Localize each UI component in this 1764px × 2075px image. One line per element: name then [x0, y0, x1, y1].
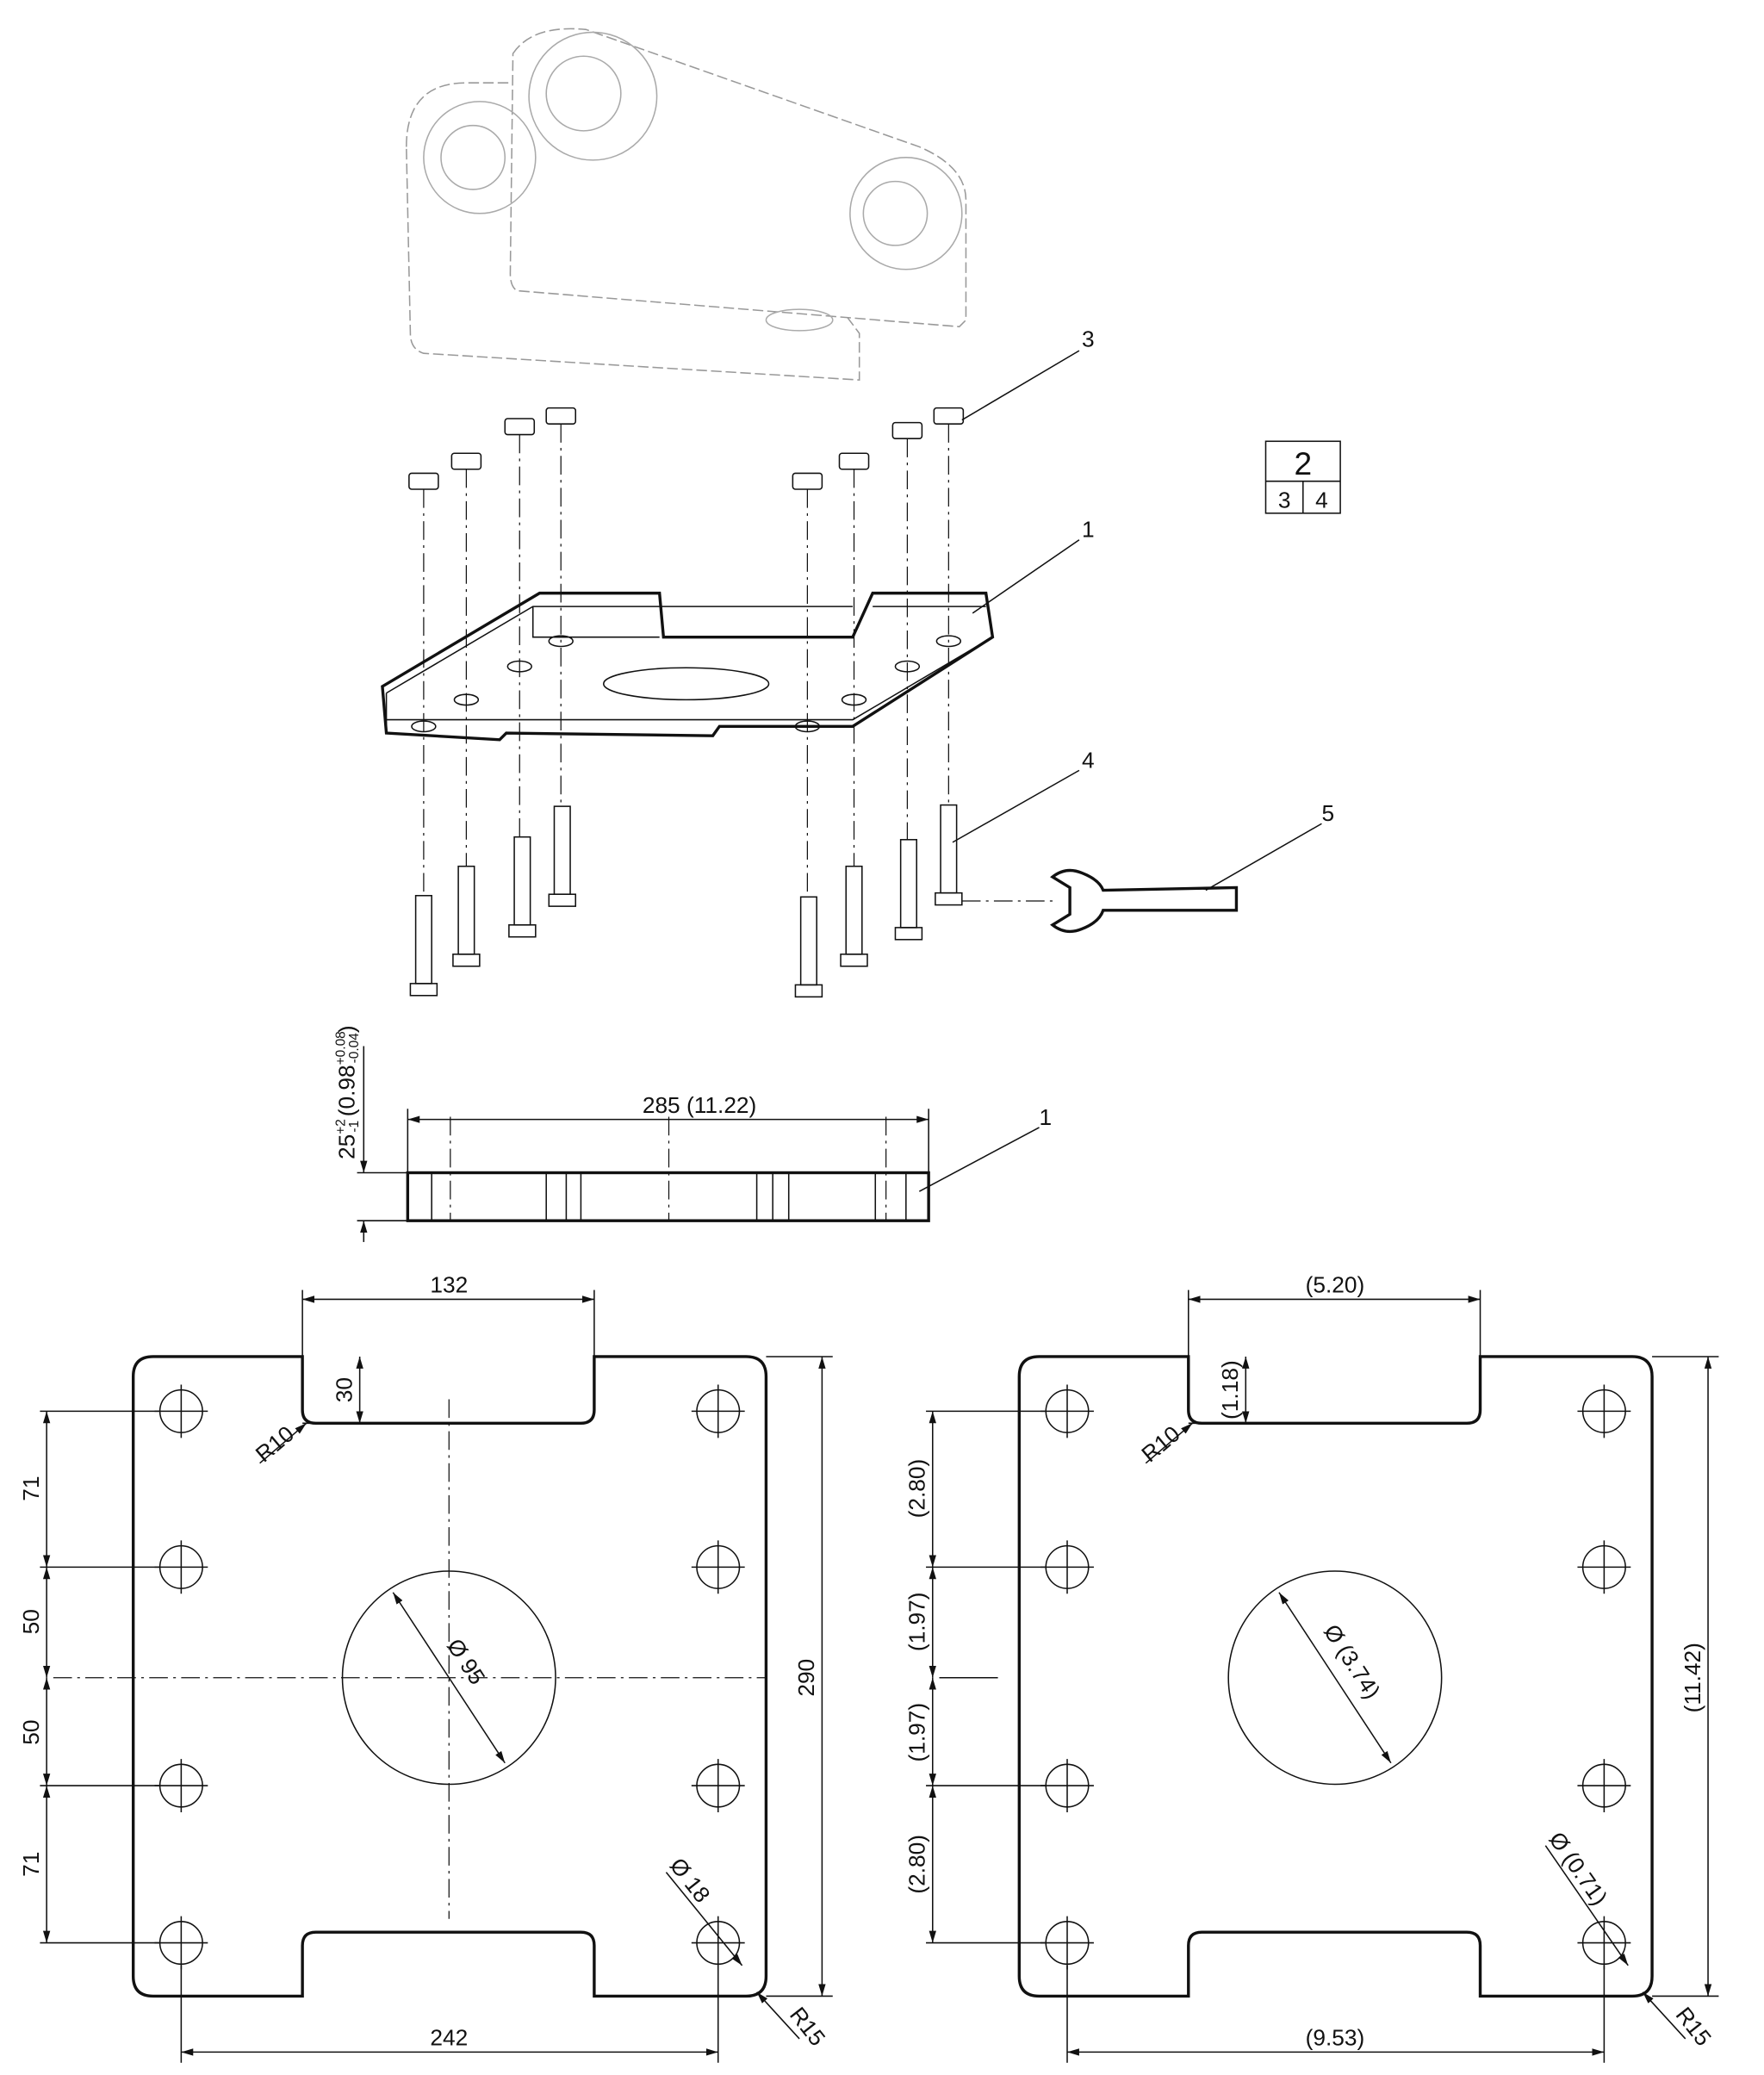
notch-depth-dim: 30 — [331, 1377, 357, 1402]
hole-diameter-dim-inch: Ø (0.71) — [1544, 1827, 1612, 1910]
side-view: 285 (11.22) 25+2-1(0.98+0.08-0.04) — [333, 1025, 930, 1242]
callout-5: 5 — [1321, 800, 1334, 826]
pitch-3-dim-inch: (1.97) — [904, 1703, 929, 1762]
thickness-dimension: 25+2-1(0.98+0.08-0.04) — [333, 1025, 362, 1159]
notch-radius-dim: R10 — [251, 1420, 299, 1467]
pitch-3-dim: 50 — [18, 1720, 44, 1745]
pitch-1-dim-inch: (2.80) — [904, 1459, 929, 1519]
pitch-2-dim: 50 — [18, 1609, 44, 1634]
parts-legend-box: 2 3 4 — [1264, 440, 1341, 514]
callout-1: 1 — [1082, 517, 1095, 543]
callouts: 3 1 4 5 1 — [918, 326, 1334, 1192]
screws-top — [408, 407, 965, 898]
notch-width-dim: 132 — [430, 1272, 468, 1298]
width-dimension: 285 (11.22) — [643, 1092, 756, 1118]
callout-3: 3 — [1082, 326, 1095, 351]
callout-1-side: 1 — [1040, 1104, 1053, 1130]
legend-br: 4 — [1315, 488, 1328, 513]
wrench — [961, 868, 1239, 934]
pitch-1-dim: 71 — [18, 1475, 44, 1500]
pitch-4-dim-inch: (2.80) — [904, 1835, 929, 1894]
hole-spacing-dim-inch: (9.53) — [1306, 2025, 1365, 2051]
notch-radius-dim-inch: R10 — [1136, 1420, 1184, 1467]
height-dim: 290 — [793, 1659, 819, 1697]
center-diameter-dim-inch: Ø (3.74) — [1319, 1619, 1386, 1703]
legend-top: 2 — [1294, 445, 1312, 481]
plan-view-metric: 132 30 R10 71 50 50 71 290 Ø 95 Ø 18 242 — [18, 1272, 833, 2063]
adapter-plate-iso — [381, 591, 995, 742]
plan-view-inch: (5.20) (1.18) R10 (2.80) (1.97) (1.97) (… — [904, 1272, 1719, 2063]
pitch-4-dim: 71 — [18, 1852, 44, 1877]
corner-radius-dim: R15 — [785, 2002, 830, 2050]
bracket-ghost — [406, 28, 967, 381]
callout-4: 4 — [1082, 747, 1095, 773]
corner-radius-dim-inch: R15 — [1671, 2002, 1717, 2050]
hole-spacing-dim: 242 — [430, 2025, 468, 2051]
legend-bl: 3 — [1278, 488, 1291, 513]
bolts-bottom — [409, 804, 963, 998]
height-dim-inch: (11.42) — [1680, 1643, 1705, 1712]
notch-depth-dim-inch: (1.18) — [1217, 1360, 1243, 1420]
notch-width-dim-inch: (5.20) — [1306, 1272, 1365, 1298]
pitch-2-dim-inch: (1.97) — [904, 1592, 929, 1651]
svg-text:25+2-1(0.98+0.08-0.04): 25+2-1(0.98+0.08-0.04) — [333, 1025, 362, 1159]
